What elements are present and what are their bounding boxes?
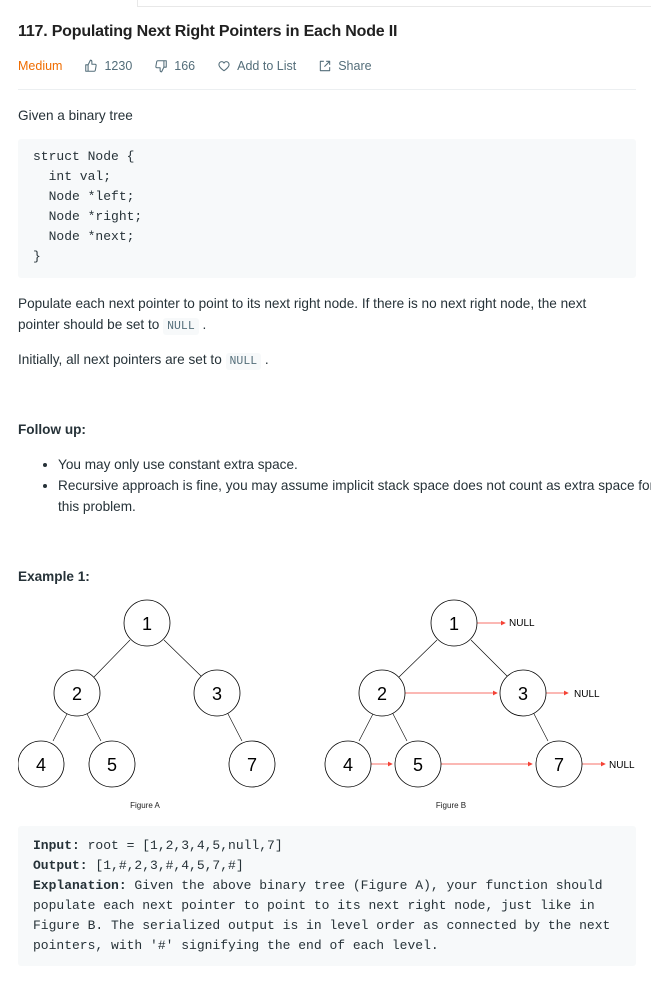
- tree-node-value: 2: [377, 684, 387, 704]
- figure-b-tree: [324, 599, 583, 788]
- tree-node-value: 1: [142, 614, 152, 634]
- figure-a-edges: [52, 639, 243, 742]
- populate-line-1: Populate each next pointer to point to i…: [18, 296, 587, 311]
- heart-icon: [218, 61, 230, 72]
- code-line: Node *next;: [33, 229, 135, 244]
- populate-line-2-end: .: [202, 317, 207, 332]
- null-inline-code: NULL: [225, 353, 262, 370]
- tree-node-value: 2: [72, 684, 82, 704]
- follow-up-heading: Follow up:: [18, 422, 86, 437]
- add-to-list-label: Add to List: [237, 59, 297, 73]
- intro-text: Given a binary tree: [18, 108, 133, 123]
- input-value: root = [1,2,3,4,5,null,7]: [79, 838, 283, 853]
- initially-paragraph: Initially, all next pointers are set to …: [18, 349, 269, 372]
- null-label: NULL: [574, 689, 600, 700]
- share-icon: [320, 60, 331, 72]
- tree-node: [499, 669, 547, 717]
- problem-title: 117. Populating Next Right Pointers in E…: [18, 23, 398, 40]
- figure-b-edges: [358, 639, 549, 742]
- populate-paragraph: Populate each next pointer to point to i…: [18, 293, 628, 337]
- tree-node: [535, 740, 583, 788]
- like-count: 1230: [104, 59, 133, 73]
- code-line: Node *right;: [33, 209, 143, 224]
- tree-node: [394, 740, 442, 788]
- tree-node-value: 3: [212, 684, 222, 704]
- thumbs-down-icon: [155, 60, 168, 73]
- like-button[interactable]: 1230: [84, 59, 132, 73]
- struct-code-block: struct Node { int val; Node *left; Node …: [18, 139, 636, 278]
- output-value: [1,#,2,3,#,4,5,7,#]: [87, 858, 244, 873]
- follow-up-item: Recursive approach is fine, you may assu…: [58, 475, 651, 517]
- tree-node: [53, 669, 101, 717]
- explanation-value: Given the above binary tree (Figure A), …: [33, 878, 619, 953]
- input-label: Input:: [33, 838, 80, 853]
- initially-end: .: [264, 352, 269, 367]
- tree-node: [358, 669, 406, 717]
- code-line: }: [33, 249, 41, 264]
- problem-meta-bar: Medium 1230 166 Add to List Share: [18, 58, 394, 74]
- output-label: Output:: [33, 858, 88, 873]
- tree-node-value: 1: [449, 614, 459, 634]
- tree-node: [193, 669, 241, 717]
- populate-line-2: pointer should be set to NULL .: [18, 314, 628, 337]
- code-line: int val;: [33, 169, 112, 184]
- dislike-count: 166: [174, 59, 196, 73]
- top-tab-edge: [137, 0, 138, 6]
- code-line: struct Node {: [33, 149, 135, 164]
- tree-node: [324, 740, 372, 788]
- figure-a-tree: [18, 599, 276, 788]
- explanation-label: Explanation:: [33, 878, 127, 893]
- tree-node: [123, 599, 171, 647]
- initially-text: Initially, all next pointers are set to: [18, 352, 226, 367]
- example-code-block: Input: root = [1,2,3,4,5,null,7] Output:…: [18, 826, 636, 966]
- explanation-line: Explanation: Given the above binary tree…: [33, 876, 621, 956]
- header-divider: [18, 89, 636, 90]
- follow-up-item: You may only use constant extra space.: [58, 454, 651, 475]
- input-line: Input: root = [1,2,3,4,5,null,7]: [33, 836, 621, 856]
- tree-node: [88, 740, 136, 788]
- tree-node-value: 5: [107, 755, 117, 775]
- null-inline-code: NULL: [163, 318, 199, 335]
- code-line: Node *left;: [33, 189, 135, 204]
- tree-node-value: 4: [36, 755, 46, 775]
- null-label: NULL: [609, 760, 635, 771]
- add-to-list-button[interactable]: Add to List: [217, 59, 296, 73]
- next-pointers: [371, 620, 606, 767]
- tree-node: [228, 740, 276, 788]
- tree-node-value: 4: [343, 755, 353, 775]
- tree-node: [430, 599, 478, 647]
- figure-b-caption: Figure B: [436, 801, 466, 810]
- top-tab-border: [137, 6, 651, 7]
- example-figure: 1 2 3 4 5 7 Figure A 1 2 3 4 5 7 NULL NU…: [18, 599, 635, 810]
- figure-a-caption: Figure A: [130, 801, 160, 810]
- difficulty-label: Medium: [18, 59, 63, 73]
- tree-node-value: 3: [518, 684, 528, 704]
- output-line: Output: [1,#,2,3,#,4,5,7,#]: [33, 856, 621, 876]
- tree-node: [18, 740, 65, 788]
- tree-node-value: 7: [554, 755, 564, 775]
- null-label: NULL: [509, 618, 535, 629]
- populate-line-2-text: pointer should be set to: [18, 317, 164, 332]
- tree-node-value: 7: [247, 755, 257, 775]
- share-label: Share: [338, 59, 372, 73]
- thumbs-up-icon: [85, 59, 98, 72]
- tree-node-value: 5: [413, 755, 423, 775]
- example-heading: Example 1:: [18, 569, 90, 584]
- share-button[interactable]: Share: [318, 59, 372, 73]
- follow-up-list: You may only use constant extra space. R…: [18, 454, 651, 517]
- dislike-button[interactable]: 166: [154, 59, 195, 73]
